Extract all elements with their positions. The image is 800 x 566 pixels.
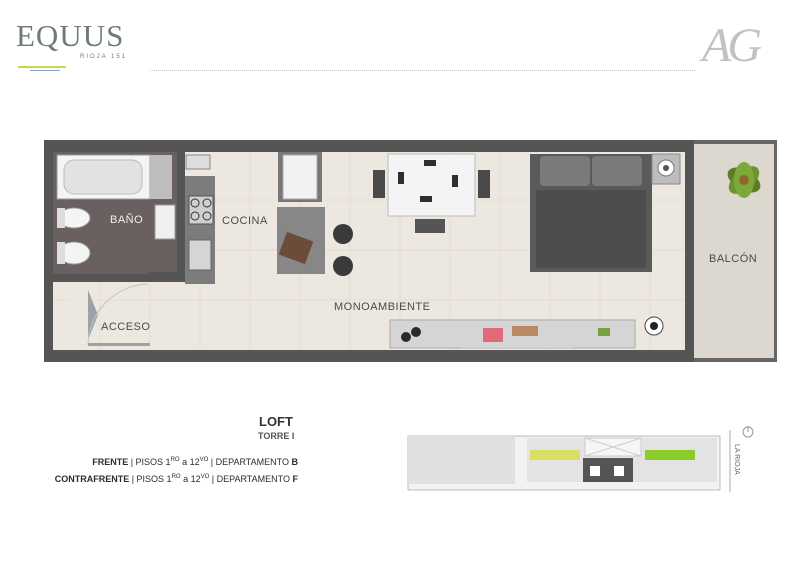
brand-accent-line-2 xyxy=(30,70,60,71)
brand-subtitle: RIOJA 151 xyxy=(80,54,128,60)
header-divider xyxy=(150,70,695,71)
room-label-bath: BAÑO xyxy=(110,214,144,226)
unit-title: LOFT xyxy=(259,414,293,429)
floor-row-back: CONTRAFRENTE | PISOS 1RO a 12VO | DEPART… xyxy=(54,474,298,484)
floor-row-label: FRENTE xyxy=(92,457,129,467)
bath-sink xyxy=(154,204,176,240)
brand-logo: EQUUS xyxy=(16,20,124,51)
stool xyxy=(333,256,353,276)
kitchen-sink xyxy=(188,239,212,271)
floor-row-label: CONTRAFRENTE xyxy=(54,474,130,484)
room-label-kitchen: COCINA xyxy=(222,215,268,227)
brand-name: EQUUS xyxy=(16,18,125,53)
keyplan-street-label: LA RIOJA xyxy=(733,444,740,475)
room-label-access: ACCESO xyxy=(101,321,151,333)
brand-accent-line xyxy=(18,66,66,68)
room-label-balcony: BALCÓN xyxy=(709,253,758,265)
developer-logo: AG xyxy=(702,19,762,72)
stool xyxy=(333,224,353,244)
room-label-studio: MONOAMBIENTE xyxy=(334,301,431,313)
floor-row-front: FRENTE | PISOS 1RO a 12VO | DEPARTAMENTO… xyxy=(92,457,298,467)
plant xyxy=(727,162,761,198)
unit-tower: TORRE I xyxy=(258,431,295,441)
